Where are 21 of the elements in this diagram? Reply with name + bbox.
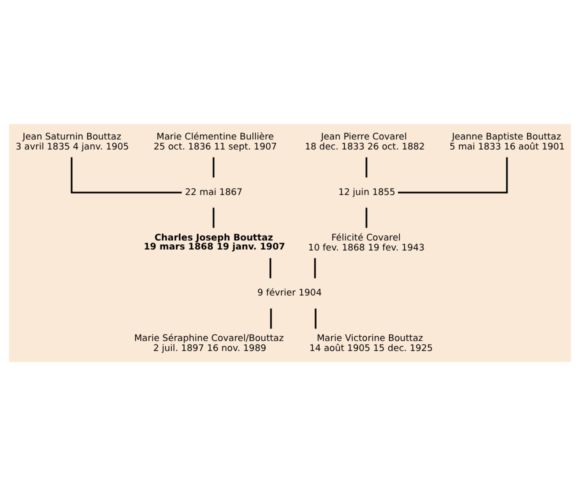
node-text: Jean Pierre Covarel 18 dec. 1833 26 oct. 1882 [304, 132, 425, 152]
node-text: 12 juin 1855 [338, 187, 396, 198]
node-text: 22 mai 1867 [185, 187, 242, 198]
connector [212, 207, 214, 228]
node-text: Marie Séraphine Covarel/Bouttaz 2 juil. 1897 16 nov. 1989 [134, 334, 284, 354]
node-text: Jeanne Baptiste Bouttaz 5 mai 1833 16 août 1901 [449, 132, 565, 152]
connector [270, 258, 272, 278]
node-text: Félicité Covarel 10 fev. 1868 19 fev. 1943 [308, 232, 425, 253]
connector [398, 156, 508, 193]
connector [314, 308, 316, 328]
node-text: Jean Saturnin Bouttaz 3 avril 1835 4 janv. 1905 [16, 132, 129, 152]
node-text: 9 février 1904 [257, 288, 322, 298]
node-text: Charles Joseph Bouttaz 19 mars 1868 19 janv. 1907 [144, 232, 286, 252]
connector [314, 258, 316, 278]
connector [366, 207, 368, 228]
node-text: Marie Victorine Bouttaz 14 août 1905 15 dec. 1925 [309, 334, 433, 354]
connector [270, 308, 272, 328]
connector [366, 156, 368, 177]
connector [70, 156, 182, 193]
connector [212, 156, 214, 177]
node-text: Marie Clémentine Bullière 25 oct. 1836 11 sept. 1907 [154, 132, 277, 152]
